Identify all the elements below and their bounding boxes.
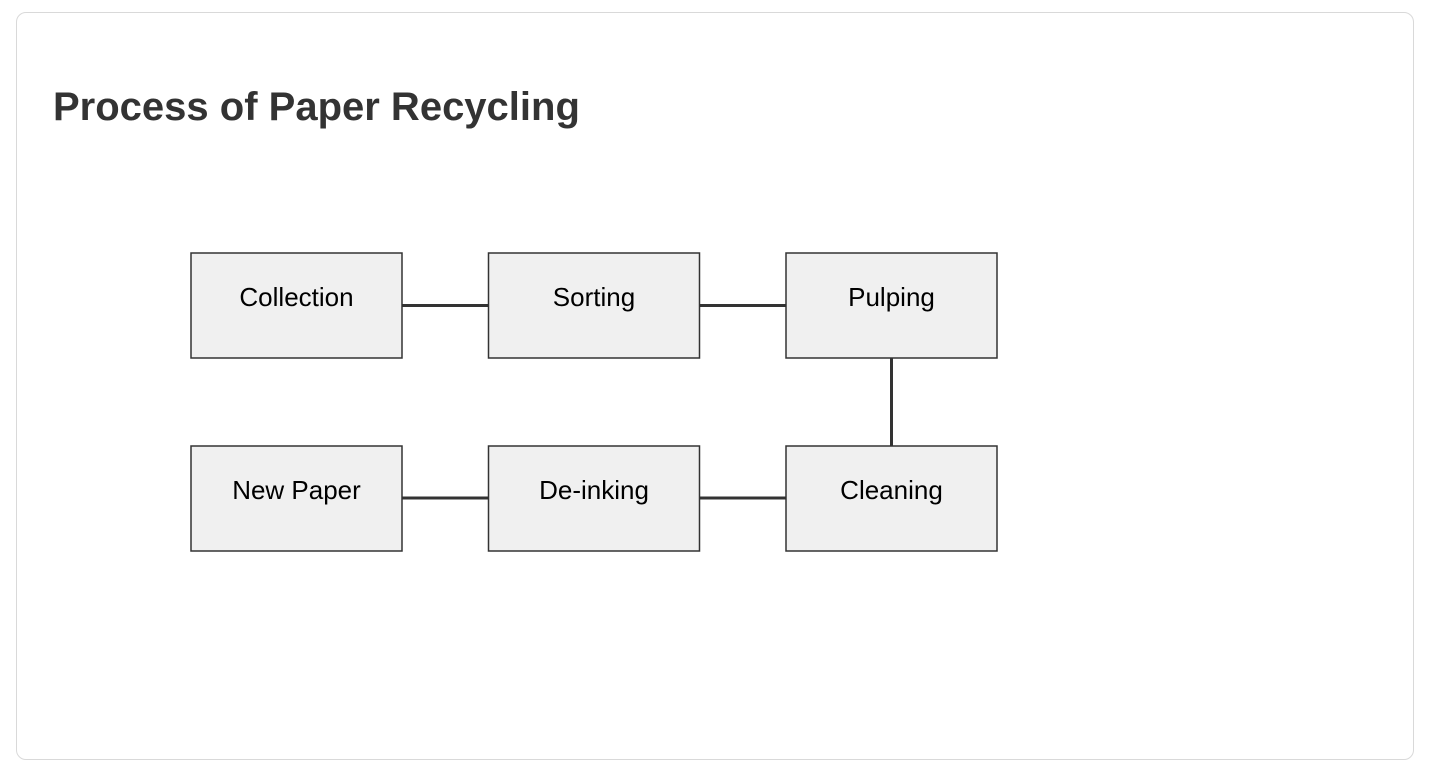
node-label-newpaper: New Paper bbox=[232, 475, 361, 505]
node-label-pulping: Pulping bbox=[848, 282, 935, 312]
node-label-collection: Collection bbox=[239, 282, 353, 312]
node-collection: Collection bbox=[190, 252, 403, 359]
page-title: Process of Paper Recycling bbox=[53, 85, 580, 129]
node-label-sorting: Sorting bbox=[553, 282, 635, 312]
node-label-cleaning: Cleaning bbox=[840, 475, 943, 505]
node-cleaning: Cleaning bbox=[785, 445, 998, 552]
node-newpaper: New Paper bbox=[190, 445, 403, 552]
node-deinking: De-inking bbox=[487, 445, 701, 552]
node-sorting: Sorting bbox=[487, 252, 701, 359]
node-pulping: Pulping bbox=[785, 252, 998, 359]
diagram-card: Process of Paper Recycling bbox=[16, 12, 1414, 760]
node-label-deinking: De-inking bbox=[539, 475, 649, 505]
